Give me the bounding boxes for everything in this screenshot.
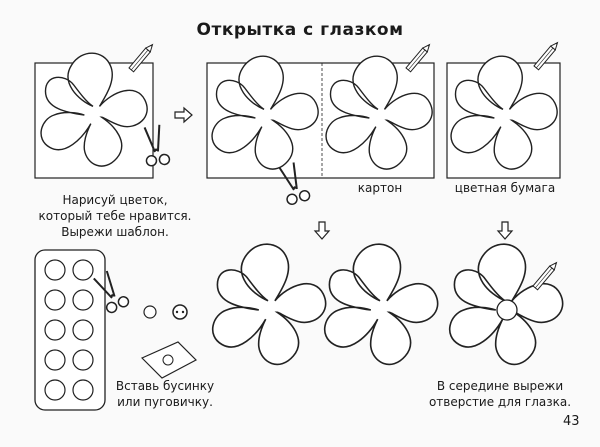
step1-line: Нарисуй цветок, [62,193,168,207]
bead-text: Вставь бусинку или пуговичку. [105,378,225,410]
bead-icon [143,305,157,319]
hole-text: В середине вырежи отверстие для глазка. [425,378,575,410]
page-title: Открытка с глазком [196,20,404,40]
template-panel [34,42,172,179]
button-icon [172,304,188,320]
cut-flowers [211,243,439,366]
hole-text-line: отверстие для глазка. [428,395,572,409]
cardboard-panel [206,42,435,208]
flower-outline [323,243,439,366]
step1-text: Нарисуй цветок, который тебе нравится. В… [20,192,210,240]
bead-text-line: Вставь бусинку [115,379,215,393]
eye-hole [496,299,518,321]
colored-paper-label: цветная бумага [454,181,556,195]
step1-line: который тебе нравится. [38,209,192,223]
step1-line: Вырежи шаблон. [61,225,169,239]
colored-paper-panel [446,40,561,179]
page-number: 43 [563,414,580,429]
hole-text-line: В середине вырежи [436,379,564,393]
arrow-down-icon [497,221,513,240]
flower-with-hole [448,243,564,366]
bead-text-line: или пуговичку. [117,395,213,409]
arrow-down-icon [314,221,330,240]
bead-palette [34,249,132,411]
flower-outline [211,243,327,366]
mounted-eye-frame [140,341,197,379]
cardboard-label: картон [357,181,403,195]
arrow-right-icon [174,107,193,123]
